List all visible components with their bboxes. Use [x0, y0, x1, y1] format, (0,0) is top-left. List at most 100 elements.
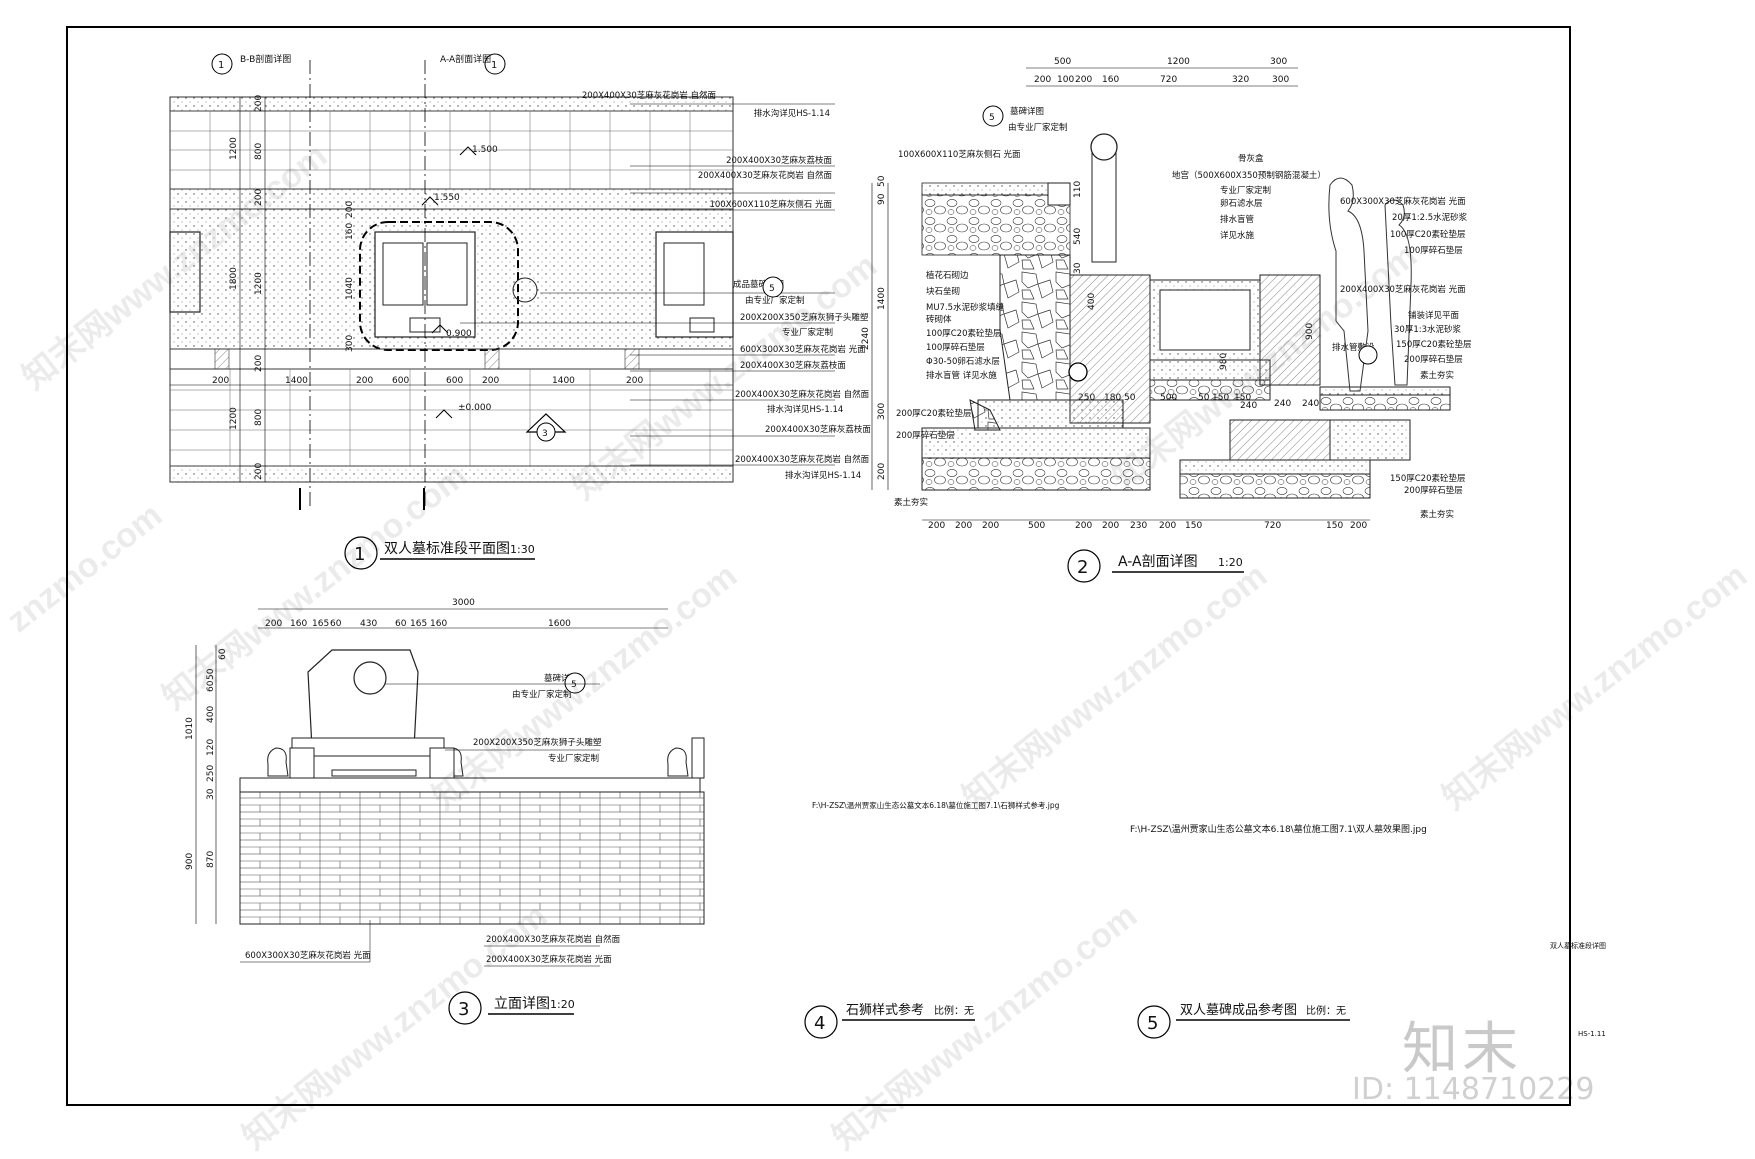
svg-text:1: 1 — [218, 60, 224, 71]
sec-dim: 150 — [1212, 393, 1229, 403]
plan-view: 1 1 B-B剖面详图 A-A剖面详图 1.500 1.550 0.900 ±0… — [169, 53, 872, 570]
elev-dim: 60 — [218, 648, 228, 660]
sec-note: 卵石滤水层 — [1220, 198, 1263, 209]
sec-dim: 240 — [1302, 399, 1319, 409]
sec-dim: 200 — [1102, 521, 1119, 531]
elev-dim: 160 — [290, 619, 307, 629]
section-view: 500 1200 300 200 100 200 160 720 320 300 — [861, 57, 1471, 583]
plan-notes: 200X400X30芝麻灰花岗岩 自然面 排水沟详见HS-1.14 200X40… — [582, 90, 872, 481]
elev-dim: 250 — [206, 765, 216, 782]
sec-note: 地宫（500X600X350预制钢筋混凝土） — [1172, 170, 1326, 181]
sec-dim: 250 — [1078, 393, 1095, 403]
sheet-number: HS-1.11 — [1578, 1030, 1606, 1038]
elev-dim: 165 — [312, 619, 329, 629]
plan-dim: 1040 — [345, 277, 355, 300]
elev-note: 600X300X30芝麻灰花岗岩 光面 — [245, 950, 371, 961]
cut-aa-label: A-A剖面详图 — [440, 53, 491, 65]
sec-note: 200厚碎石垫层 — [896, 430, 955, 441]
sec-dim: 1400 — [877, 287, 887, 310]
elevation-scale: 1:20 — [550, 998, 575, 1011]
elev-dim: 60 — [206, 680, 216, 692]
tomb-ref-path: F:\H-ZSZ\温州贾家山生态公墓文本6.18\墓位施工图7.1\双人墓效果图… — [1130, 823, 1427, 835]
sec-note: 铺装详见平面 — [1408, 310, 1460, 321]
sec-dim: 50 — [877, 175, 887, 187]
sec-note: 排水管敷设 — [1332, 342, 1375, 353]
plan-scale: 1:30 — [510, 543, 535, 556]
sec-note: 100X600X110芝麻灰侧石 光面 — [898, 149, 1021, 160]
lion-scale: 比例：无 — [934, 1004, 974, 1017]
plan-note: 200X400X30芝麻灰荔枝面 — [765, 424, 871, 435]
plan-dim: 160 — [345, 223, 355, 240]
elev-note: 由专业厂家定制 — [512, 689, 572, 700]
plan-dim: 600 — [392, 376, 409, 386]
sec-note: 100厚C20素砼垫层 — [926, 328, 1001, 339]
plan-elev-0900: 0.900 — [446, 329, 472, 339]
plan-title: 双人墓标准段平面图 — [384, 541, 510, 557]
plan-note: 100X600X110芝麻灰侧石 光面 — [709, 199, 832, 210]
elev-dim: 870 — [206, 851, 216, 868]
plan-note: 专业厂家定制 — [782, 327, 833, 338]
sec-note: 排水盲管 — [1220, 214, 1254, 225]
sec-note: 素土夯实 — [1420, 509, 1454, 520]
sec-note: 植花石砌边 — [926, 270, 969, 281]
plan-dim: 800 — [254, 409, 264, 426]
elev-dim: 120 — [206, 739, 216, 756]
sec-note: 600X300X30芝麻灰花岗岩 光面 — [1340, 196, 1466, 207]
plan-note: 200X200X350芝麻灰狮子头雕塑 — [740, 312, 869, 323]
plan-dims-left: 1200 1800 1200 200 800 200 1200 200 800 … — [229, 95, 355, 480]
plan-elev-1500: 1.500 — [472, 145, 498, 155]
sec-dim: 200 — [1034, 75, 1051, 85]
reference-views: F:\H-ZSZ\温州贾家山生态公墓文本6.18\墓位施工图7.1\石狮样式参考… — [804, 800, 1427, 1039]
sec-note: 150厚C20素砼垫层 — [1390, 473, 1465, 484]
sec-dim: 500 — [1054, 57, 1071, 67]
sec-dim: 500 — [1028, 521, 1045, 531]
sec-note: Φ30-50卵石滤水层 — [926, 356, 1000, 367]
sec-dim: 150 — [1185, 521, 1202, 531]
elev-dim: 200 — [265, 619, 282, 629]
sec-dim-total: 2240 — [861, 327, 871, 350]
plan-dim: 600 — [446, 376, 463, 386]
sec-dim: 160 — [1102, 75, 1119, 85]
elev-note: 墓碑详图 — [544, 673, 578, 684]
sec-note: 200厚碎石垫层 — [1404, 485, 1463, 496]
plan-dim: 200 — [254, 95, 264, 112]
sec-dim: 200 — [1075, 521, 1092, 531]
sec-dim: 240 — [1240, 401, 1257, 411]
section-title: A-A剖面详图 — [1118, 554, 1198, 570]
sec-dim: 230 — [1130, 521, 1147, 531]
plan-dim: 1200 — [229, 407, 239, 430]
sec-note: 200厚C20素砼垫层 — [896, 408, 971, 419]
plan-dim: 200 — [254, 463, 264, 480]
plan-dim: 1400 — [552, 376, 575, 386]
lion-title: 石狮样式参考 — [846, 1002, 924, 1018]
plan-dim: 200 — [356, 376, 373, 386]
sec-dim: 180 — [1104, 393, 1121, 403]
plan-elev-0000: ±0.000 — [458, 403, 492, 413]
id-watermark: ID: 1148710229 — [1352, 1072, 1595, 1107]
elev-dim-total: 1010 — [185, 717, 195, 740]
elev-note: 200X400X30芝麻灰花岗岩 自然面 — [486, 934, 621, 945]
plan-dim: 200 — [345, 201, 355, 218]
sec-dim: 300 — [877, 403, 887, 420]
plan-dim: 800 — [254, 143, 264, 160]
cut-bb-label: B-B剖面详图 — [240, 53, 291, 65]
plan-dim: 1400 — [285, 376, 308, 386]
sec-dim: 200 — [877, 463, 887, 480]
sec-dim: 200 — [928, 521, 945, 531]
svg-text:1: 1 — [491, 60, 497, 71]
plan-note: 排水沟详见HS-1.14 — [767, 404, 843, 415]
sec-dim: 400 — [1087, 293, 1097, 310]
plan-note: 200X400X30芝麻灰花岗岩 自然面 — [735, 389, 870, 400]
elevation-title: 立面详图 — [494, 996, 550, 1012]
sec-dim: 150 — [1234, 393, 1251, 403]
sec-dim: 50 — [1198, 393, 1210, 403]
sec-dim: 30 — [1073, 262, 1083, 274]
plan-note: 200X400X30芝麻灰荔枝面 — [740, 360, 846, 371]
sec-dim: 540 — [1073, 228, 1083, 245]
sec-note: 20厚1:2.5水泥砂浆 — [1392, 212, 1468, 223]
plan-dim: 1200 — [254, 272, 264, 295]
plan-note: 200X400X30芝麻灰花岗岩 自然面 — [582, 90, 717, 101]
elev-dim: 400 — [206, 706, 216, 723]
elev-dim: 60 — [330, 619, 342, 629]
plan-note: 200X400X30芝麻灰荔枝面 — [726, 155, 832, 166]
